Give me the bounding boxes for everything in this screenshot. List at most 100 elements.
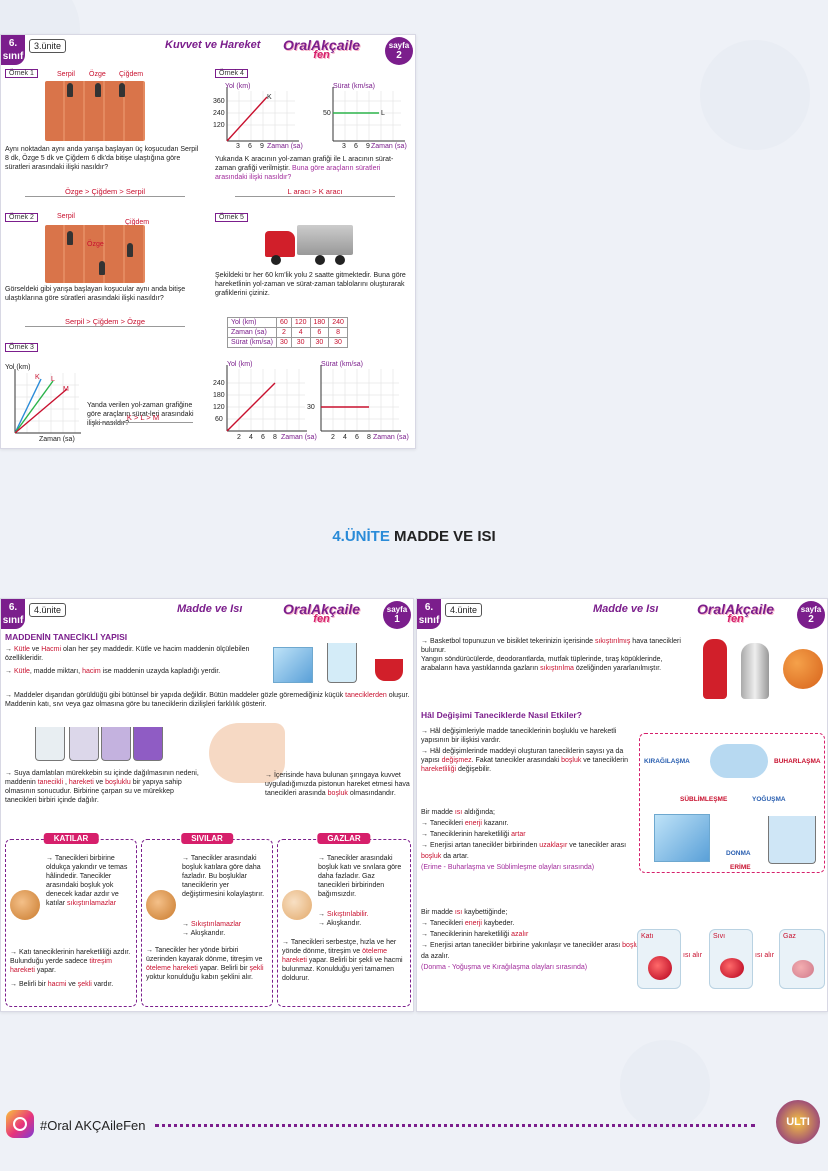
answer-blank: uzaklaşır (539, 842, 568, 849)
solid-text-1: → Tanecikleri birbirine oldukça yakındır… (46, 855, 128, 907)
x-tick: 8 (273, 434, 277, 441)
worksheet-page-matter-heat-1: 6.sınıf 4.ünite Madde ve Isı OralAkçaile… (0, 598, 414, 1012)
table-cell: 240 (328, 317, 348, 328)
text: Basketbol topunuzun ve bisiklet tekerini… (429, 638, 593, 645)
text: Bir madde (421, 909, 453, 916)
ink-beaker-image (69, 727, 99, 761)
runner-name: Çiğdem (119, 71, 144, 78)
worksheet-page-force-motion: 6.sınıf 3.ünite Kuvvet ve Hareket OralAk… (0, 34, 416, 449)
solid-particles-image (10, 890, 40, 920)
y-tick: 30 (307, 404, 315, 411)
heat-gain-text: Bir madde ısı aldığında; → Tanecikleri e… (421, 809, 627, 871)
grade-label: sınıf (2, 615, 24, 626)
table-cell: 30 (290, 337, 311, 348)
worksheet-page-matter-heat-2: 6.sınıf 4.ünite Madde ve Isı OralAkçaile… (416, 598, 828, 1012)
runner-figure (99, 261, 105, 275)
line-label: L (51, 376, 55, 383)
brand-top: OralAkçaile (283, 601, 361, 617)
x-tick: 8 (367, 434, 371, 441)
section-name: MADDE VE ISI (389, 528, 496, 545)
heat-in-label: ısı alır (755, 952, 775, 959)
text: ve (95, 779, 104, 786)
answer-blank: şekli (77, 981, 92, 988)
page-label: sayfa (800, 605, 822, 614)
cycle-label: BUHARLAŞMA (774, 758, 821, 765)
y-tick: 60 (215, 416, 223, 423)
text: Bir madde (421, 809, 453, 816)
text: Belirli bir (18, 981, 46, 988)
grade-number: 6. (8, 38, 18, 49)
text: Maddeler dışarıdan görüldüğü gibi bütüns… (13, 692, 344, 699)
ink-beaker-image (35, 727, 65, 761)
text: İçerisinde hava bulunan şırıngaya kuvvet… (265, 772, 410, 797)
paragraph-mass-definition: → Kütle, madde miktarı, hacim ise madden… (5, 668, 221, 675)
truck-distance-line (226, 382, 276, 432)
compressed-air-text: → Basketbol topunuzun ve bisiklet tekeri… (421, 638, 681, 672)
distance-time-graph-klm (14, 369, 81, 434)
water-glass-image (327, 643, 357, 683)
ink-diffusion-text: → Suya damlatılan mürekkebin su içinde d… (5, 770, 199, 804)
axis-label-x: Zaman (sa) (39, 436, 75, 443)
liquid-text-1: → Tanecikler arasındaki boşluk katılara … (182, 855, 265, 898)
answer-blank: boşluk (622, 942, 643, 949)
text: bir yapıya sahip olmasının sonucudur. Bi… (5, 779, 182, 804)
liquid-particles-image (146, 890, 176, 920)
water-beaker-image (768, 816, 816, 864)
line-k (14, 378, 42, 434)
answer-blank: hareketliliği (421, 766, 457, 773)
page-title: Kuvvet ve Hareket (165, 39, 261, 51)
text: (Erime - Buharlaşma ve Süblimleşme olayl… (421, 864, 595, 871)
text: kaybeder. (483, 920, 515, 927)
syringe-text: → İçerisinde hava bulunan şırıngaya kuvv… (265, 772, 410, 797)
state-label: Sıvı (713, 933, 726, 940)
table-header-cell: Zaman (sa) (226, 327, 278, 338)
text: Suya damlatılan mürekkebin su içinde dağ… (5, 770, 199, 786)
y-tick: 240 (213, 110, 225, 117)
instagram-icon[interactable] (6, 1110, 34, 1138)
cycle-label: SÜBLİMLEŞME (680, 796, 728, 803)
example-label: Örnek 3 (5, 343, 38, 352)
axis-label-y: Yol (km) (5, 364, 31, 371)
x-tick: 9 (366, 143, 370, 150)
example-answer: Özge > Çiğdem > Serpil (25, 187, 185, 197)
brand-bottom: fen (727, 613, 744, 625)
example-question: Yanda verilen yol-zaman grafiğine göre a… (87, 402, 194, 427)
text: oluşur. Maddenin katı, sıvı veya gaz olm… (5, 692, 410, 708)
gases-box: GAZLAR → Tanecikler arasındaki boşluk ka… (277, 833, 411, 1007)
page-title: Madde ve Isı (177, 603, 243, 615)
x-tick: 6 (354, 143, 358, 150)
runner-figure (67, 83, 73, 97)
answer-blank: titreşim hareketi (10, 958, 112, 974)
answer-blank: enerji (464, 820, 482, 827)
example-label: Örnek 2 (5, 213, 38, 222)
example-question: Şekildeki tır her 60 km'lik yolu 2 saatt… (215, 272, 406, 297)
runner-figure (127, 243, 133, 257)
x-tick: 9 (260, 143, 264, 150)
grade-badge: 6.sınıf (1, 35, 25, 65)
x-tick: 6 (261, 434, 265, 441)
text: ise maddenin uzayda kapladığı yerdir. (102, 668, 221, 675)
social-handle[interactable]: #Oral AKÇAileFen (40, 1118, 146, 1133)
example-label: Örnek 5 (215, 213, 248, 222)
text: kazanır. (483, 820, 509, 827)
liquid-state-image: Sıvı (709, 929, 753, 989)
answer-blank: hareketi (68, 779, 94, 786)
text: hava tanecikleri bulunur. (421, 638, 681, 654)
table-header-cell: Sürat (km/sa) (226, 337, 278, 348)
answer-blank: sıkıştırılma (540, 665, 574, 672)
text: olmasındandır. (349, 790, 396, 797)
unit-badge: 4.ünite (445, 603, 483, 617)
text: ve (68, 981, 76, 988)
example-answer: L aracı > K aracı (235, 187, 395, 197)
k-line (226, 96, 268, 142)
axis-label-x: Zaman (sa) (267, 143, 303, 150)
text: Tanecikleri serbestçe, hızla ve her yönd… (282, 939, 397, 955)
truck-distance-time-graph (226, 365, 307, 432)
table-cell: 6 (309, 327, 330, 338)
axis-label-x: Zaman (sa) (373, 434, 409, 441)
page-label: sayfa (388, 41, 410, 50)
